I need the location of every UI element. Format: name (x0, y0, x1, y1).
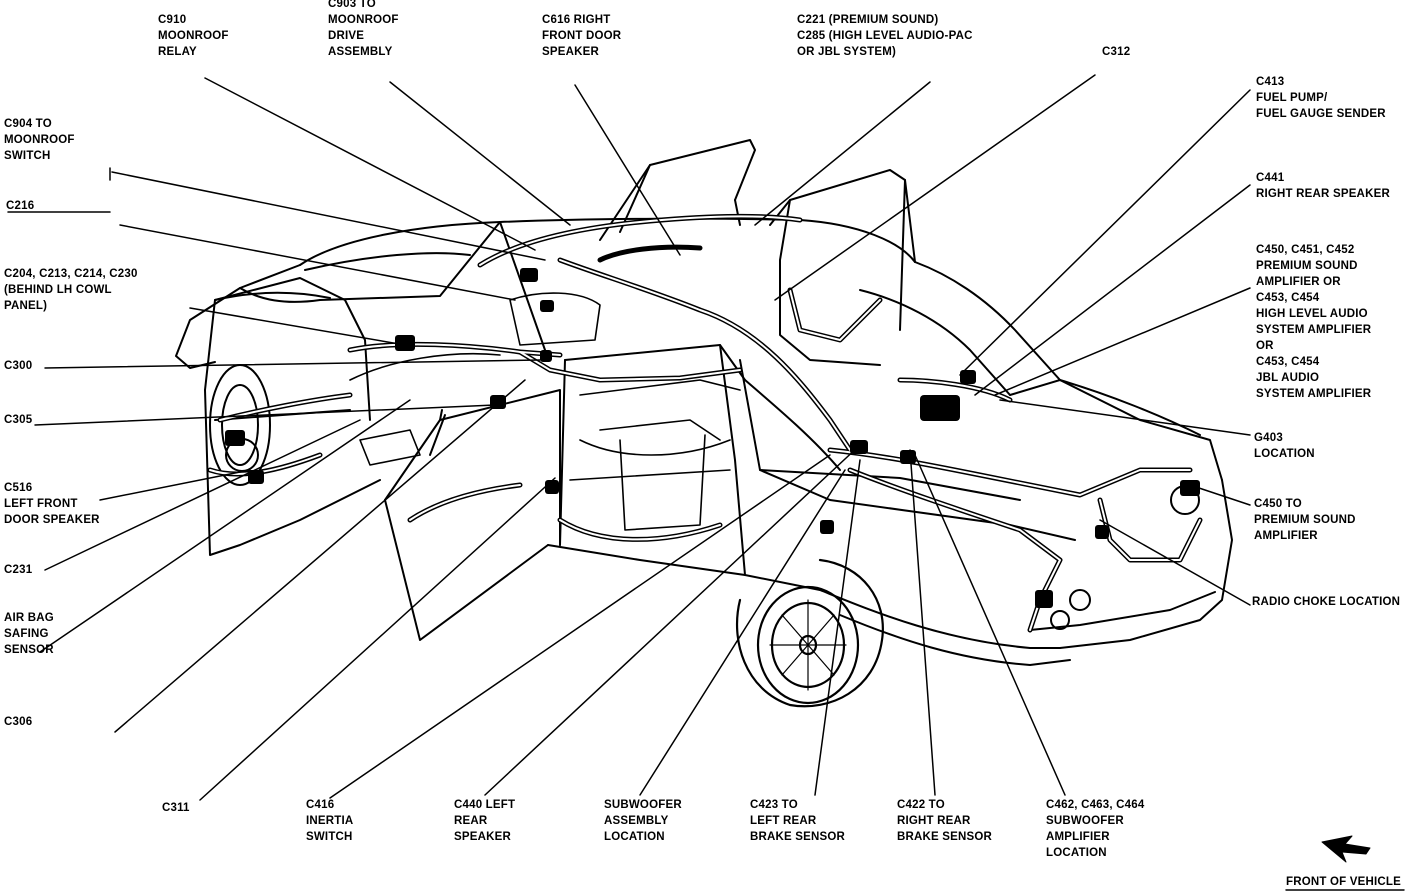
front-of-vehicle-label: FRONT OF VEHICLE (1286, 876, 1402, 888)
front-arrow-icon (1285, 835, 1405, 891)
label-c440: C440 LEFT REAR SPEAKER (454, 799, 516, 843)
interior-floor (349, 292, 741, 531)
left-rear-door (384, 389, 561, 641)
label-g403: G403 LOCATION (1254, 432, 1315, 460)
label-c305: C305 (4, 414, 33, 426)
label-c422: C422 TO RIGHT REAR BRAKE SENSOR (897, 799, 993, 843)
right-front-door-open (599, 139, 756, 241)
label-c423: C423 TO LEFT REAR BRAKE SENSOR (750, 799, 846, 843)
label-c516: C516 LEFT FRONT DOOR SPEAKER (4, 482, 100, 526)
label-c416: C416 INERTIA SWITCH (306, 799, 354, 843)
label-c441: C441 RIGHT REAR SPEAKER (1256, 172, 1390, 200)
label-c904: C904 TO MOONROOF SWITCH (4, 118, 75, 162)
label-radio-choke: RADIO CHOKE LOCATION (1252, 596, 1401, 608)
right-rear-door-open (769, 169, 916, 366)
label-c204: C204, C213, C214, C230 (BEHIND LH COWL P… (4, 268, 138, 312)
label-c450-amplifiers: C450, C451, C452 PREMIUM SOUND AMPLIFIER… (1256, 244, 1372, 400)
label-c312: C312 (1102, 46, 1131, 58)
label-c231: C231 (4, 564, 33, 576)
leader-lines (7, 74, 1251, 801)
label-c616: C616 RIGHT FRONT DOOR SPEAKER (542, 14, 622, 58)
label-c413: C413 FUEL PUMP/ FUEL GAUGE SENDER (1256, 76, 1386, 120)
label-c311: C311 (162, 802, 190, 814)
wiring-harness (207, 213, 1203, 633)
label-c306: C306 (4, 716, 33, 728)
label-c903: C903 TO MOONROOF DRIVE ASSEMBLY (328, 0, 399, 58)
label-c462: C462, C463, C464 SUBWOOFER AMPLIFIER LOC… (1046, 799, 1145, 859)
label-c910: C910 MOONROOF RELAY (158, 14, 229, 58)
label-subwoofer-assembly: SUBWOOFER ASSEMBLY LOCATION (604, 799, 682, 843)
label-c216: C216 (6, 200, 35, 212)
label-c450-to-amplifier: C450 TO PREMIUM SOUND AMPLIFIER (1254, 498, 1356, 542)
rear-wheel (736, 558, 884, 708)
label-c300: C300 (4, 360, 33, 372)
label-airbag-safing-sensor: AIR BAG SAFING SENSOR (4, 612, 54, 656)
label-c221: C221 (PREMIUM SOUND) C285 (HIGH LEVEL AU… (797, 14, 973, 58)
connectors (225, 268, 1200, 608)
